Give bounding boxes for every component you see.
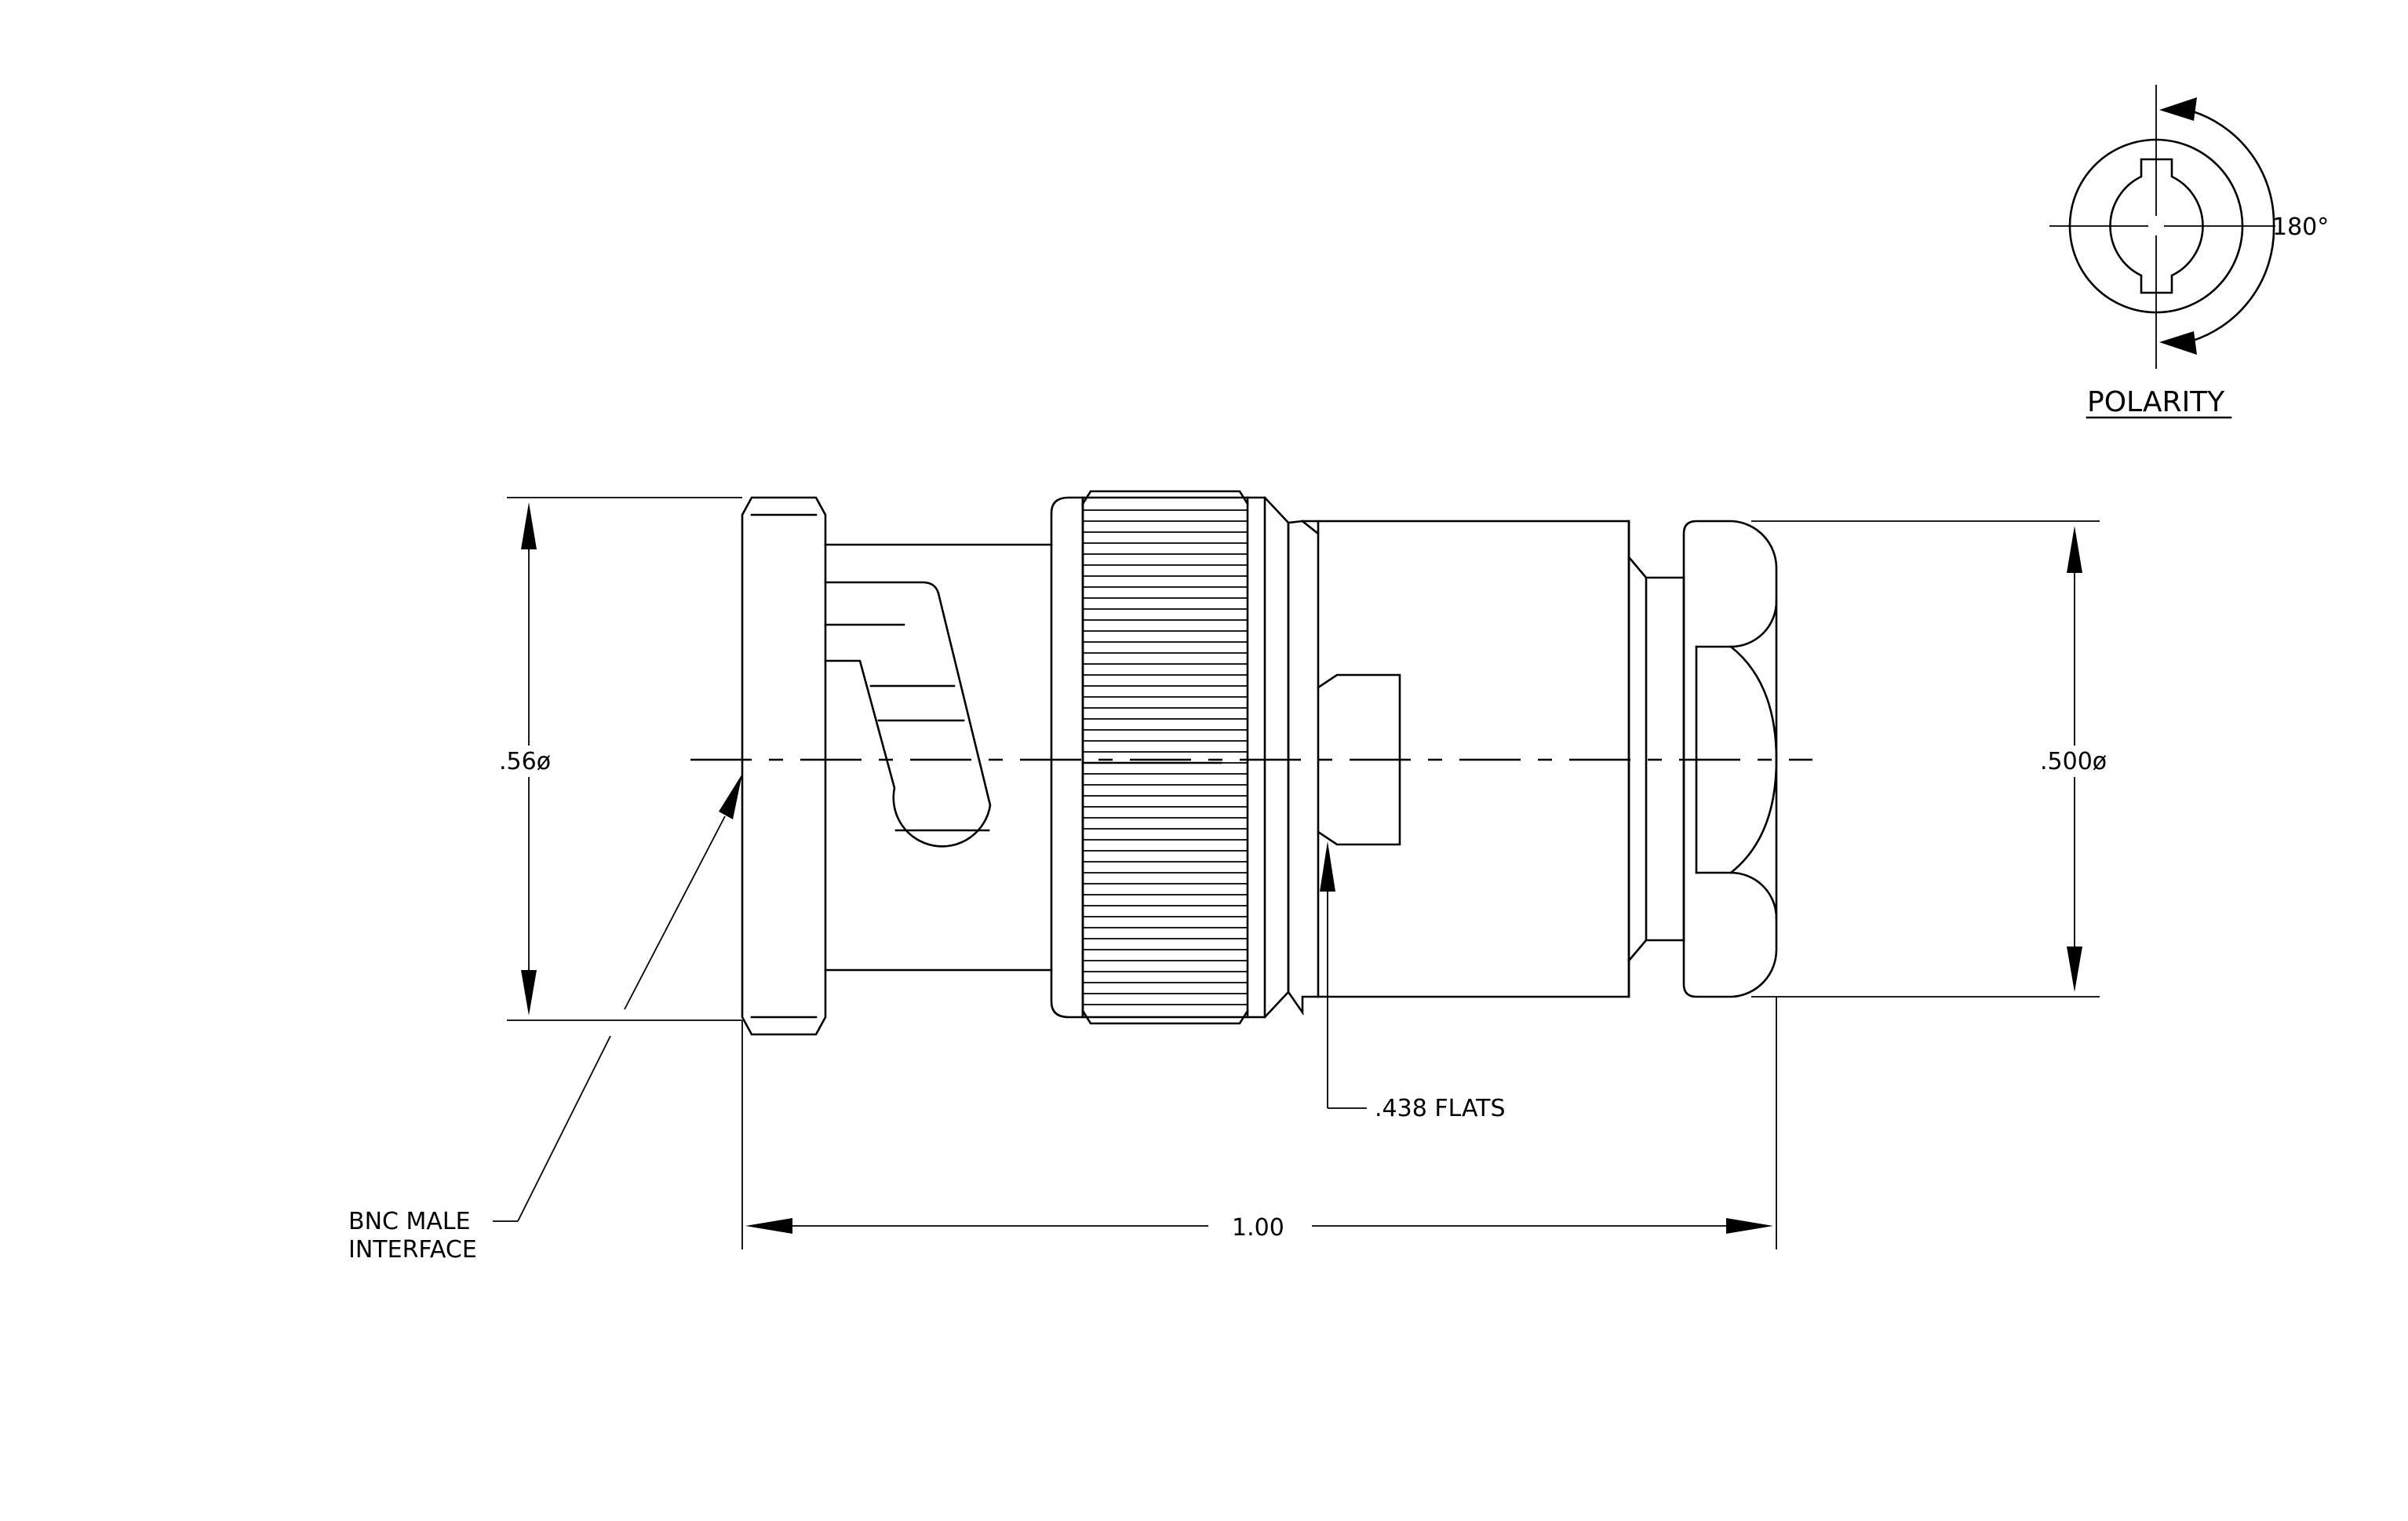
- interface-leader: BNC MALE INTERFACE: [348, 774, 742, 1264]
- polarity-arrow-bottom: [2159, 331, 2197, 355]
- polarity-arrow-top: [2159, 97, 2197, 121]
- right-diameter-dimension: .500ø: [1751, 520, 2107, 998]
- polarity-title: POLARITY: [2087, 386, 2225, 418]
- bayonet-body: [824, 543, 1053, 972]
- adapter-body: [1287, 520, 1685, 1016]
- polarity-arc-upper: [2186, 108, 2275, 228]
- left-diameter-label: .56ø: [499, 748, 551, 775]
- right-diameter-label: .500ø: [2040, 748, 2107, 775]
- knurled-nut: [1050, 490, 1290, 1025]
- interface-label-line2: INTERFACE: [348, 1236, 477, 1264]
- left-diameter-dimension: .56ø: [499, 497, 742, 1021]
- bayonet-j-slot: [824, 581, 992, 848]
- polarity-arc-lower: [2186, 224, 2275, 344]
- polarity-angle-label: 180°: [2272, 213, 2329, 241]
- polarity-inner-key-profile: [2109, 158, 2204, 294]
- bnc-coupling-ring: [741, 496, 827, 1036]
- overall-length-label: 1.00: [1232, 1214, 1284, 1242]
- flats-dimension: .438 FLATS: [1320, 841, 1506, 1122]
- flats-label: .438 FLATS: [1375, 1095, 1506, 1122]
- overall-length-dimension: 1.00: [741, 997, 1777, 1249]
- connector-body: [741, 490, 1778, 1036]
- knurl-lines: [1083, 509, 1248, 1005]
- interface-label-line1: BNC MALE: [348, 1208, 471, 1235]
- polarity-view: 180° POLARITY: [2049, 85, 2329, 419]
